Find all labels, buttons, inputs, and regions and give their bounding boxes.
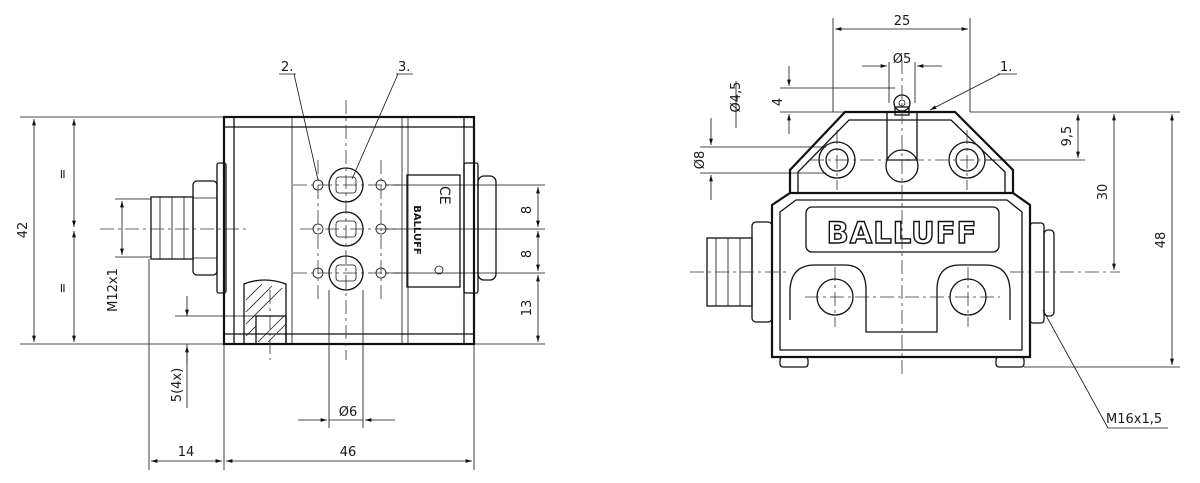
dim-25: 25 [894, 14, 911, 29]
dim-equal-bottom: = [56, 283, 71, 294]
dim-dia6: Ø6 [339, 405, 358, 420]
dim-dia5: Ø5 [893, 52, 912, 67]
left-brand-vertical: BALLUFF [411, 205, 422, 255]
dim-8-b: 8 [520, 250, 535, 258]
ce-mark: CE [436, 186, 452, 205]
left-section-cut [243, 279, 287, 345]
dim-9-5: 9,5 [1060, 126, 1075, 147]
dim-equal-top: = [56, 169, 71, 180]
left-body-outline [222, 115, 476, 346]
dim-13: 13 [520, 300, 535, 317]
callout-2: 2. [281, 60, 293, 75]
dim-dia8: Ø8 [693, 151, 708, 170]
callout-1: 1. [1000, 60, 1012, 75]
dim-46: 46 [340, 445, 357, 460]
dim-5-4x: 5(4x) [170, 368, 185, 402]
dim-8-a: 8 [520, 206, 535, 214]
dim-30: 30 [1096, 184, 1111, 201]
dim-48: 48 [1154, 232, 1169, 249]
callout-3: 3. [398, 60, 410, 75]
dim-14: 14 [178, 445, 195, 460]
dim-42: 42 [16, 222, 31, 239]
dim-m16: M16x1,5 [1106, 412, 1162, 427]
right-view: BALLUFF 25 Ø5 [690, 14, 1180, 429]
right-body-outline [770, 191, 1032, 359]
dim-m12: M12x1 [106, 268, 121, 312]
right-brand-logo: BALLUFF [827, 216, 978, 250]
right-head-outline [788, 110, 1015, 193]
left-label-plate [406, 174, 461, 288]
left-view: BALLUFF CE [16, 60, 545, 470]
logo-plate [805, 206, 1000, 253]
dim-dia4-5: Ø4,5 [729, 82, 744, 113]
dim-4: 4 [771, 98, 786, 106]
